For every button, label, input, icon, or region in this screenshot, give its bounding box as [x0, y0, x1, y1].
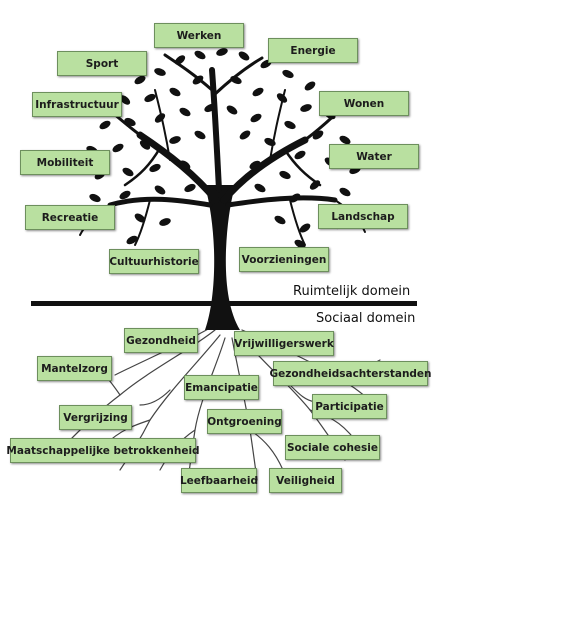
tag-veiligheid: Veiligheid: [269, 468, 342, 493]
tag-sociale-cohesie: Sociale cohesie: [285, 435, 380, 460]
tag-sport: Sport: [57, 51, 147, 76]
tag-voorzieningen: Voorzieningen: [239, 247, 329, 272]
tag-participatie: Participatie: [312, 394, 387, 419]
spatial-domain-label: Ruimtelijk domein: [293, 284, 411, 299]
tag-landschap: Landschap: [318, 204, 408, 229]
tag-mobiliteit: Mobiliteit: [20, 150, 110, 175]
tag-leefbaarheid: Leefbaarheid: [180, 468, 258, 493]
social-domain-label: Sociaal domein: [316, 311, 416, 326]
tag-gezondheidsachterstanden: Gezondheidsachterstanden: [269, 361, 432, 386]
tag-vrijwilligerswerk: Vrijwilligerswerk: [234, 331, 334, 356]
tree-trunk: [205, 185, 240, 330]
tag-energie: Energie: [268, 38, 358, 63]
tag-infrastructuur: Infrastructuur: [32, 92, 122, 117]
tag-vergrijzing: Vergrijzing: [59, 405, 132, 430]
tag-emancipatie: Emancipatie: [184, 375, 259, 400]
tag-water: Water: [329, 144, 419, 169]
tag-recreatie: Recreatie: [25, 205, 115, 230]
tag-gezondheid: Gezondheid: [124, 328, 198, 353]
ground-line: [31, 301, 417, 306]
tag-cultuurhistorie: Cultuurhistorie: [109, 249, 199, 274]
tag-maatschappelijke-betrokkenheid: Maatschappelijke betrokkenheid: [6, 438, 200, 463]
foliage: [76, 48, 366, 249]
tag-mantelzorg: Mantelzorg: [37, 356, 112, 381]
tag-werken: Werken: [154, 23, 244, 48]
tag-wonen: Wonen: [319, 91, 409, 116]
tag-ontgroening: Ontgroening: [207, 409, 282, 434]
